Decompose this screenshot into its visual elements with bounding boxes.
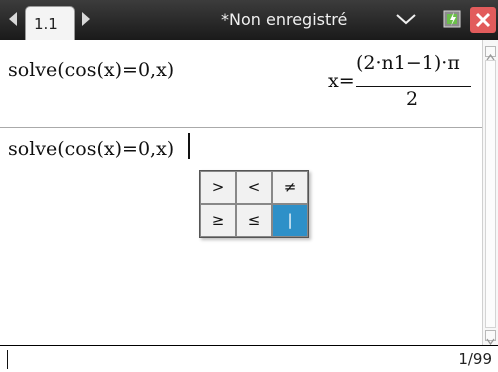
palette-such-that[interactable]: | [272,204,308,237]
tab-page[interactable]: 1.1 [25,6,75,40]
document-title[interactable]: *Non enregistré [221,10,348,29]
scroll-down-button[interactable] [485,330,496,346]
scroll-up-button[interactable] [485,46,496,61]
palette-not-equal[interactable]: ≠ [272,171,308,204]
history-input[interactable]: solve(cos(x)=0,x) [8,59,175,81]
history-divider [0,127,482,128]
status-bar: 1/99 [0,345,498,372]
result-denominator: 2 [406,88,419,110]
chevron-down-icon [486,338,495,346]
operator-palette: > < ≠ ≥ ≤ | [199,170,309,238]
text-cursor [188,133,190,159]
result-numerator: (2·n1−1)·π [356,52,460,74]
result-lhs: x= [328,70,355,92]
entry-line[interactable]: solve(cos(x)=0,x) [8,138,175,160]
palette-less-than[interactable]: < [236,171,272,204]
calculator-history[interactable]: solve(cos(x)=0,x) x= (2·n1−1)·π 2 solve(… [0,40,482,345]
chevron-down-icon[interactable] [395,12,417,26]
tab-label: 1.1 [34,15,58,33]
scroll-track[interactable] [485,60,496,328]
scrollbar[interactable] [482,40,498,346]
nav-right-icon[interactable] [82,12,90,26]
close-icon[interactable] [470,7,496,33]
palette-greater-than[interactable]: > [200,171,236,204]
palette-less-equal[interactable]: ≤ [236,204,272,237]
palette-greater-equal[interactable]: ≥ [200,204,236,237]
history-count: 1/99 [458,350,492,368]
chevron-up-icon [486,53,495,61]
title-bar: 1.1 *Non enregistré [0,0,498,40]
nav-left-icon[interactable] [9,12,17,26]
status-marker [7,350,8,369]
fraction-bar [356,86,471,87]
battery-icon [443,10,461,28]
history-result[interactable]: x= (2·n1−1)·π 2 [328,52,478,112]
